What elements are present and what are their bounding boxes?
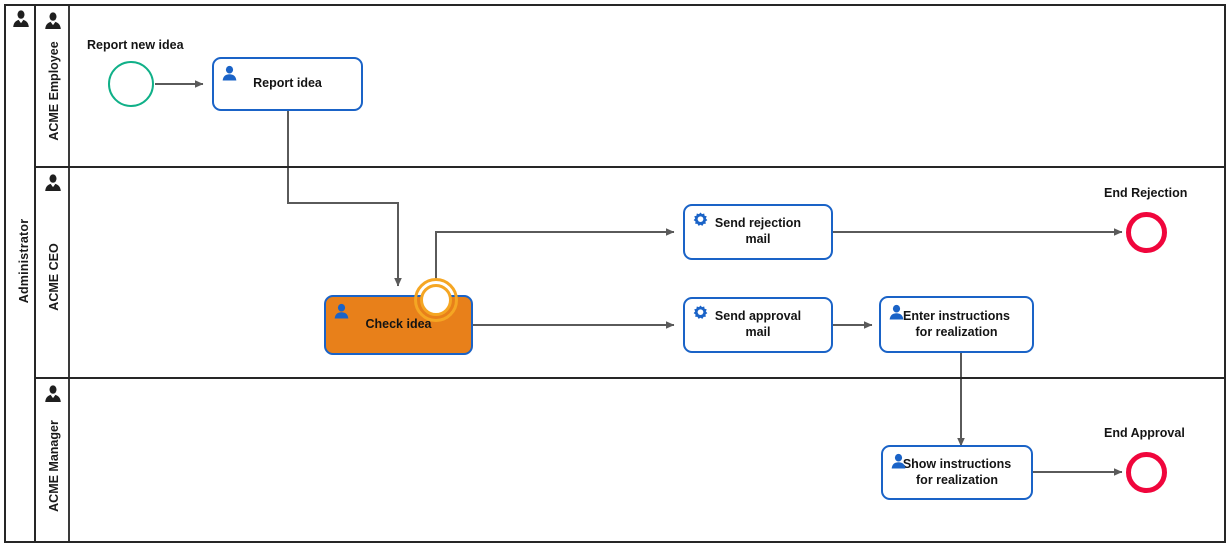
task-enter-instructions-for-realization[interactable]: Enter instructions for realization — [879, 296, 1034, 353]
boundary-event-ring-outer[interactable] — [414, 278, 458, 322]
user-task-icon — [889, 304, 904, 320]
task-send-approval-mail[interactable]: Send approval mail — [683, 297, 833, 353]
lane-header-acme-manager[interactable]: ACME Manager — [36, 379, 70, 541]
lane-label-acme-employee: ACME Employee — [47, 41, 61, 141]
user-task-icon — [891, 453, 906, 469]
person-icon — [45, 174, 61, 191]
start-event-label: Report new idea — [87, 38, 184, 52]
pool-label: Administrator — [17, 218, 31, 304]
end-event-approval[interactable] — [1126, 452, 1167, 493]
user-task-icon — [334, 303, 349, 319]
task-label: Enter instructions for realization — [903, 308, 1010, 339]
user-task-icon — [222, 65, 237, 81]
flow-report-to-check — [287, 111, 402, 287]
end-rejection-label: End Rejection — [1104, 186, 1188, 200]
service-task-icon — [693, 305, 708, 319]
pool-administrator[interactable] — [4, 4, 1226, 543]
task-label: Check idea — [365, 317, 432, 332]
boundary-event-check-idea[interactable] — [420, 284, 452, 316]
lane-acme-employee[interactable]: ACME Employee — [36, 6, 1226, 166]
task-show-instructions-for-realization[interactable]: Show instructions for realization — [881, 445, 1033, 500]
lane-divider-2 — [36, 377, 1226, 379]
flow-boundary-to-rejection — [435, 228, 675, 281]
lane-header-acme-employee[interactable]: ACME Employee — [36, 6, 70, 166]
end-event-rejection[interactable] — [1126, 212, 1167, 253]
task-send-rejection-mail[interactable]: Send rejection mail — [683, 204, 833, 260]
lane-header-acme-ceo[interactable]: ACME CEO — [36, 168, 70, 377]
task-label: Report idea — [253, 76, 322, 91]
task-report-idea[interactable]: Report idea — [212, 57, 363, 111]
service-task-icon — [693, 212, 708, 226]
person-icon — [45, 12, 61, 29]
person-icon — [13, 10, 29, 27]
lane-label-acme-ceo: ACME CEO — [47, 243, 61, 311]
task-label: Show instructions for realization — [902, 456, 1012, 487]
end-approval-label: End Approval — [1104, 426, 1185, 440]
task-label: Send approval mail — [714, 309, 802, 339]
task-label: Send rejection mail — [714, 216, 802, 246]
pool-header-administrator[interactable]: Administrator — [4, 4, 36, 543]
start-event-report-new-idea[interactable] — [108, 61, 154, 107]
lane-label-acme-manager: ACME Manager — [47, 420, 61, 512]
lane-acme-ceo[interactable]: ACME CEO — [36, 168, 1226, 377]
person-icon — [45, 385, 61, 402]
lane-divider-1 — [36, 166, 1226, 168]
lane-acme-manager[interactable]: ACME Manager — [36, 379, 1226, 541]
